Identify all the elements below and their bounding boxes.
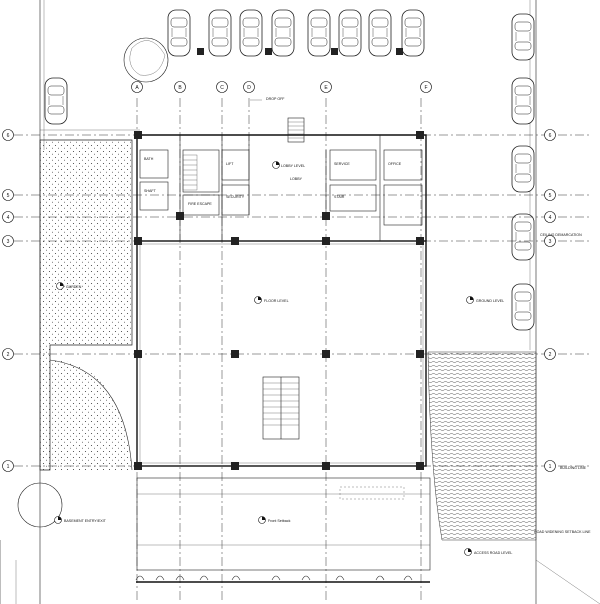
level-marker-floor: FLOOR LEVEL [254,296,289,304]
level-marker-access-road: ACCESS ROAD LEVEL [464,548,512,556]
grid-label-2-left: 2 [7,352,10,358]
level-markers: LOBBY LEVEL FLOOR LEVEL GROUND LEVEL GAR… [54,161,512,556]
floor-level-label: FLOOR LEVEL [264,299,289,303]
grid-label-4-right: 4 [549,215,552,221]
ground-level-label: GROUND LEVEL [476,299,504,303]
lobby-room-labels: BATH SHAFT LIFT LOBBY FIRE ESCAPE SECURI… [144,157,402,206]
grid-label-3-right: 3 [549,239,552,245]
grid-lines-horizontal [14,134,590,467]
grid-bubbles-columns: A B C D E F [131,81,432,93]
level-marker-ground: GROUND LEVEL [466,296,504,304]
grid-label-6-left: 6 [7,133,10,139]
grid-lines-vertical [136,98,422,600]
grid-label-1-right: 1 [549,464,552,470]
level-marker-garden: GARDEN [56,282,82,290]
grid-label-c: C [220,85,224,91]
level-marker-lobby: LOBBY LEVEL [272,161,305,169]
garden-label: GARDEN [66,285,82,289]
grid-label-3-left: 3 [7,239,10,245]
grid-label-4-left: 4 [7,215,10,221]
front-setback-label: Front Setback [268,519,291,523]
grid-label-1-left: 1 [7,464,10,470]
room-lift: LIFT [226,162,234,166]
grid-bubbles-rows-right: 6 5 4 3 2 1 [544,129,556,472]
grid-bubbles-rows-left: 6 5 4 3 2 1 [2,129,14,472]
room-fire-escape: FIRE ESCAPE [188,202,212,206]
room-shaft: SHAFT [144,189,157,193]
access-road-label: ACCESS ROAD LEVEL [474,551,512,555]
grid-label-5-right: 5 [549,193,552,199]
level-marker-front-setback: Front Setback [258,516,291,524]
lobby-level-label: LOBBY LEVEL [281,164,305,168]
grid-label-b: B [178,85,182,91]
parking-cars-right [511,13,535,331]
grid-label-2-right: 2 [549,352,552,358]
building-outline [136,117,427,467]
grid-label-5-left: 5 [7,193,10,199]
grid-label-e: E [324,85,328,91]
room-lobby: LOBBY [290,177,303,181]
front-setback-area [135,477,431,583]
annotations: DROP OFF BUILDING LINE ROAD WIDENING SET… [250,97,591,534]
ceiling-demarcation-label: CEILING DEMARCATION [540,233,582,237]
room-bath: BATH [144,157,154,161]
building-line-label: BUILDING LINE [560,466,587,470]
basement-entry-label: BASEMENT ENTRY/EXIT [64,519,107,523]
grid-label-d: D [247,85,251,91]
garden-area [17,139,133,528]
room-office: OFFICE [388,162,402,166]
grid-label-f: F [424,85,427,91]
grid-label-a: A [135,85,139,91]
ramp-hatch-area [427,351,537,541]
drop-off-label: DROP OFF [266,97,285,101]
parking-cars-top [167,9,425,57]
road-lines [0,540,600,604]
road-widening-label: ROAD WIDENING SETBACK LINE [534,530,591,534]
level-marker-basement: BASEMENT ENTRY/EXIT [54,516,107,524]
grid-label-6-right: 6 [549,133,552,139]
structural-columns [134,131,424,470]
tree-symbol [123,37,169,83]
parking-cars-left [44,77,68,125]
central-staircase [262,376,300,440]
room-security: SECURITY [226,195,245,199]
room-stair: STAIR [334,195,345,199]
room-service: SERVICE [334,162,350,166]
